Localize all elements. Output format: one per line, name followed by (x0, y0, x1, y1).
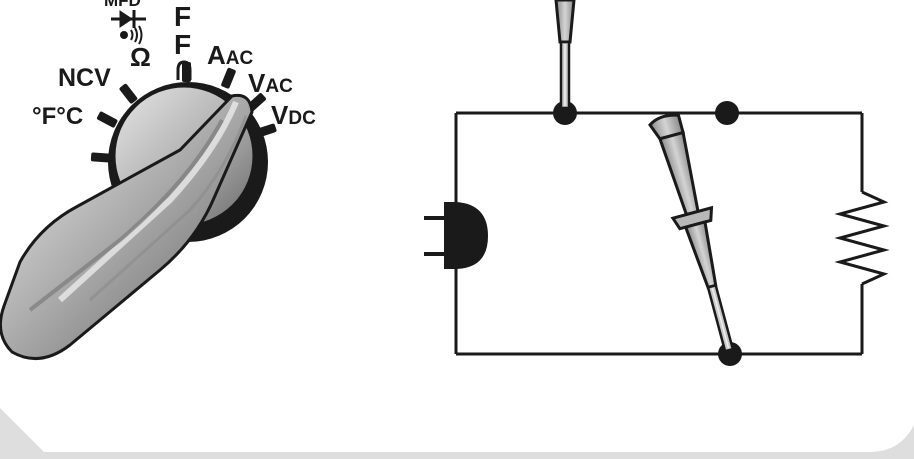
battery-symbol (424, 202, 488, 269)
junction-top-left (553, 101, 577, 125)
dial-labels: MFD Ω F F NCV AAC VAC VDC °F°C (32, 0, 316, 130)
label-mfd: MFD (104, 0, 141, 10)
junction-top-right (715, 101, 739, 125)
label-ncv: NCV (58, 64, 111, 92)
dial-position-notch (176, 60, 192, 80)
continuity-sound-icon (120, 25, 143, 45)
lower-probe (648, 113, 735, 353)
circuit (424, 101, 890, 366)
bottom-panel (0, 408, 914, 459)
label-f-lower: F (174, 29, 191, 60)
upper-probe (554, 0, 576, 110)
dial-pointer-handle (0, 93, 254, 361)
label-amp-ac: AAC (207, 40, 254, 70)
label-f-upper: F (174, 1, 191, 32)
rotary-dial (0, 60, 277, 361)
label-ohm: Ω (130, 42, 151, 72)
label-volt-ac: VAC (248, 68, 293, 98)
label-volt-dc: VDC (271, 100, 316, 130)
resistor-symbol (834, 190, 890, 286)
label-temperature: °F°C (32, 103, 83, 130)
diode-icon (111, 10, 146, 28)
